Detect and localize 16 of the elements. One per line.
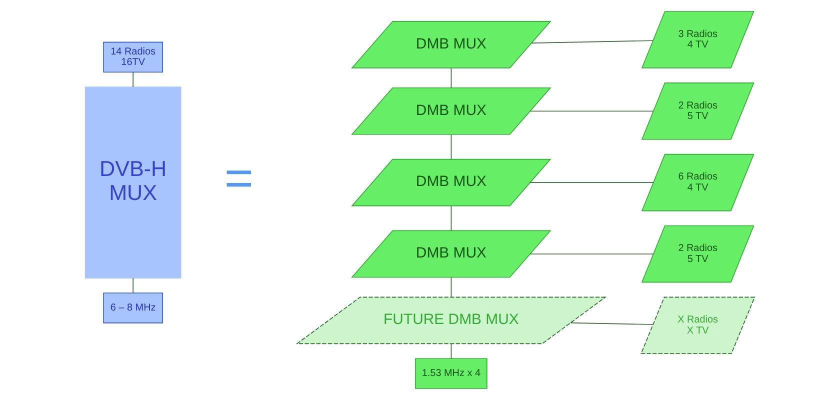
connector: [450, 134, 452, 160]
connector: [530, 40, 653, 44]
label: =: [224, 150, 254, 206]
connector: [450, 343, 452, 360]
node-box: DVB-H MUX: [84, 86, 181, 278]
node-box: 14 Radios 16TV: [102, 42, 162, 73]
connector: [132, 278, 133, 294]
connector: [529, 182, 654, 183]
node-box: 6 – 8 MHz: [102, 292, 162, 324]
connector: [529, 110, 654, 112]
connector: [132, 72, 133, 88]
connector: [450, 68, 452, 88]
connector: [450, 206, 452, 231]
connector: [450, 277, 452, 298]
connector: [570, 322, 653, 325]
node-box: 1.53 MHz x 4: [414, 358, 487, 389]
